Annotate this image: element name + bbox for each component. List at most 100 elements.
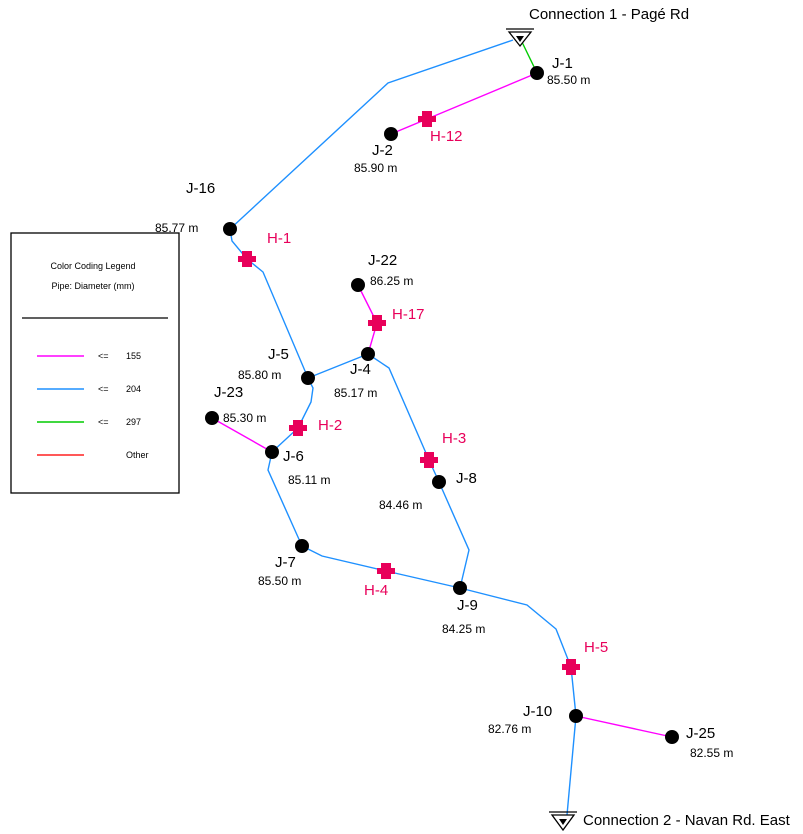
pipe-j6-j7[interactable] xyxy=(267,451,303,547)
legend: Color Coding Legend Pipe: Diameter (mm) … xyxy=(10,232,180,494)
legend-box xyxy=(10,232,180,494)
hydrant-icon xyxy=(238,251,256,267)
hydrant-icon xyxy=(420,452,438,468)
junction-node xyxy=(569,709,583,723)
junction-node xyxy=(530,66,544,80)
junction-id: J-8 xyxy=(456,470,477,487)
junction-id: J-5 xyxy=(268,346,289,363)
junction-elevation: 82.76 m xyxy=(488,722,531,736)
junction-j5[interactable]: J-5 85.80 m xyxy=(238,346,315,385)
legend-item-155: <= 155 xyxy=(37,351,141,361)
pipe-j1-j2[interactable] xyxy=(390,72,538,135)
junction-elevation: 82.55 m xyxy=(690,746,733,760)
pipe-j5-j6[interactable] xyxy=(271,377,314,453)
junction-node xyxy=(361,347,375,361)
junction-id: J-2 xyxy=(372,142,393,159)
reservoir-connection-2[interactable]: Connection 2 - Navan Rd. East xyxy=(549,811,791,832)
junction-j23[interactable]: J-23 85.30 m xyxy=(205,384,266,425)
junction-j10[interactable]: J-10 82.76 m xyxy=(488,703,583,736)
hydrant-icon xyxy=(368,315,386,331)
legend-value: 204 xyxy=(126,384,141,394)
hydrant-h4[interactable]: H-4 xyxy=(364,563,395,599)
pipe-j9-j10[interactable] xyxy=(459,587,577,717)
legend-value: 155 xyxy=(126,351,141,361)
junction-node xyxy=(453,581,467,595)
reservoir-label: Connection 1 - Pagé Rd xyxy=(529,6,689,23)
junction-j4[interactable]: J-4 85.17 m xyxy=(334,347,377,400)
reservoir-icon xyxy=(506,28,534,48)
junction-j16[interactable]: J-16 85.77 m xyxy=(155,180,237,236)
reservoir-connection-1[interactable]: Connection 1 - Pagé Rd xyxy=(506,6,689,48)
junction-id: J-7 xyxy=(275,554,296,571)
junction-elevation: 84.25 m xyxy=(442,622,485,636)
junction-id: J-22 xyxy=(368,252,397,269)
junction-j7[interactable]: J-7 85.50 m xyxy=(258,539,309,588)
reservoir-label: Connection 2 - Navan Rd. East xyxy=(583,812,791,829)
junction-j6[interactable]: J-6 85.11 m xyxy=(265,445,330,487)
reservoir-icon xyxy=(549,811,577,832)
legend-item-other: Other xyxy=(37,450,149,460)
legend-title: Color Coding Legend xyxy=(50,261,135,271)
hydrant-id: H-3 xyxy=(442,430,466,447)
hydrant-id: H-1 xyxy=(267,230,291,247)
junction-elevation: 86.25 m xyxy=(370,274,413,288)
junction-node xyxy=(265,445,279,459)
junction-id: J-10 xyxy=(523,703,552,720)
junction-j22[interactable]: J-22 86.25 m xyxy=(351,252,413,292)
legend-op: <= xyxy=(98,417,109,427)
pipe-j8-j9[interactable] xyxy=(438,481,470,589)
junction-node xyxy=(665,730,679,744)
pipe-j7-j9[interactable] xyxy=(301,545,461,589)
hydrant-id: H-17 xyxy=(392,306,425,323)
hydrant-h2[interactable]: H-2 xyxy=(289,417,342,436)
junction-id: J-6 xyxy=(283,448,304,465)
junction-j9[interactable]: J-9 84.25 m xyxy=(442,581,485,636)
legend-value: 297 xyxy=(126,417,141,427)
pipes xyxy=(211,39,673,816)
pipe-j10-res2[interactable] xyxy=(566,715,577,816)
legend-value: Other xyxy=(126,450,149,460)
junction-id: J-25 xyxy=(686,725,715,742)
hydrant-id: H-12 xyxy=(430,128,463,145)
hydrant-h1[interactable]: H-1 xyxy=(238,230,291,267)
junction-j25[interactable]: J-25 82.55 m xyxy=(665,725,733,760)
hydrants: H-12 H-1 H-17 H-2 H-3 xyxy=(238,111,608,675)
junction-elevation: 84.46 m xyxy=(379,498,422,512)
hydrant-h12[interactable]: H-12 xyxy=(418,111,463,145)
junction-elevation: 85.30 m xyxy=(223,411,266,425)
hydrant-h3[interactable]: H-3 xyxy=(420,430,466,468)
hydrant-h17[interactable]: H-17 xyxy=(368,306,425,331)
pipe-j10-j25[interactable] xyxy=(575,715,673,738)
hydrant-icon xyxy=(562,659,580,675)
pipe-j5-j4[interactable] xyxy=(307,353,369,379)
junction-node xyxy=(223,222,237,236)
junction-id: J-23 xyxy=(214,384,243,401)
junction-j8[interactable]: J-8 84.46 m xyxy=(379,470,477,512)
junction-id: J-9 xyxy=(457,597,478,614)
hydrant-h5[interactable]: H-5 xyxy=(562,639,608,675)
junction-elevation: 85.50 m xyxy=(258,574,301,588)
junction-node xyxy=(384,127,398,141)
junction-elevation: 85.77 m xyxy=(155,221,198,235)
junction-node xyxy=(351,278,365,292)
junction-j1[interactable]: J-1 85.50 m xyxy=(530,55,590,87)
pipe-j4-j8[interactable] xyxy=(367,353,440,483)
hydrant-icon xyxy=(289,420,307,436)
junction-elevation: 85.50 m xyxy=(547,73,590,87)
hydrant-icon xyxy=(418,111,436,127)
junction-id: J-16 xyxy=(186,180,215,197)
junctions: J-1 85.50 m J-2 85.90 m J-16 85.77 m J-2… xyxy=(155,55,733,760)
hydrant-id: H-4 xyxy=(364,582,388,599)
legend-subtitle: Pipe: Diameter (mm) xyxy=(51,281,134,291)
pipe-j23-j6[interactable] xyxy=(211,417,273,453)
pipe-res1-j16[interactable] xyxy=(229,39,514,230)
legend-op: <= xyxy=(98,351,109,361)
junction-elevation: 85.80 m xyxy=(238,368,281,382)
legend-item-204: <= 204 xyxy=(37,384,141,394)
legend-op: <= xyxy=(98,384,109,394)
hydrant-id: H-2 xyxy=(318,417,342,434)
junction-node xyxy=(301,371,315,385)
junction-j2[interactable]: J-2 85.90 m xyxy=(354,127,398,175)
junction-id: J-4 xyxy=(350,361,371,378)
